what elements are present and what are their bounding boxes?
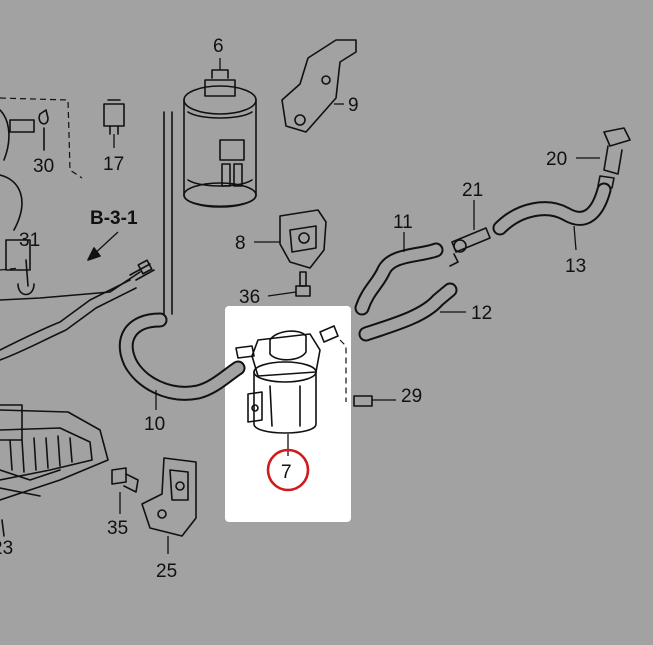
hose-part-10 [118,111,246,401]
label-30[interactable]: 30 [33,156,54,177]
bolt-part-35 [111,467,139,493]
label-31[interactable]: 31 [19,230,40,251]
label-11[interactable]: 11 [393,212,413,233]
highlight-panel [225,306,351,522]
cap-part-29 [353,395,373,407]
clip-part-31 [17,259,35,296]
bracket-part-25 [141,457,197,537]
leader-13 [573,225,577,251]
left-frame-lines [0,97,155,361]
reference-arrow-head [87,247,101,261]
dash-29 [339,339,347,402]
clip-part-30 [38,109,49,151]
connector-part-20 [597,127,631,189]
label-20[interactable]: 20 [546,149,567,170]
joint-part-21 [449,227,491,267]
leader-36 [267,291,297,297]
hose-part-12 [358,282,458,342]
bolt-part-36 [295,271,311,297]
label-23[interactable]: 23 [0,538,13,559]
label-9[interactable]: 9 [348,95,359,116]
filter-part-7 [235,325,339,434]
hose-part-11 [354,242,444,316]
label-21[interactable]: 21 [462,180,483,201]
label-29[interactable]: 29 [401,386,422,407]
clip-part-17 [103,99,125,135]
label-7[interactable]: 7 [281,462,292,483]
label-17[interactable]: 17 [103,154,124,175]
label-25[interactable]: 25 [156,561,177,582]
hose-part-13 [492,182,612,236]
bracket-part-9 [281,39,357,133]
canister-part-6 [183,69,257,208]
label-8[interactable]: 8 [235,233,246,254]
label-12[interactable]: 12 [471,303,492,324]
frame-assembly-23 [0,404,109,537]
label-6[interactable]: 6 [213,36,224,57]
reference-b-3-1[interactable]: B-3-1 [90,208,138,229]
label-10[interactable]: 10 [144,414,165,435]
highlight-ring-7 [266,448,310,492]
label-36[interactable]: 36 [239,287,260,308]
label-35[interactable]: 35 [107,518,128,539]
label-13[interactable]: 13 [565,256,586,277]
mount-part-8 [279,209,327,269]
